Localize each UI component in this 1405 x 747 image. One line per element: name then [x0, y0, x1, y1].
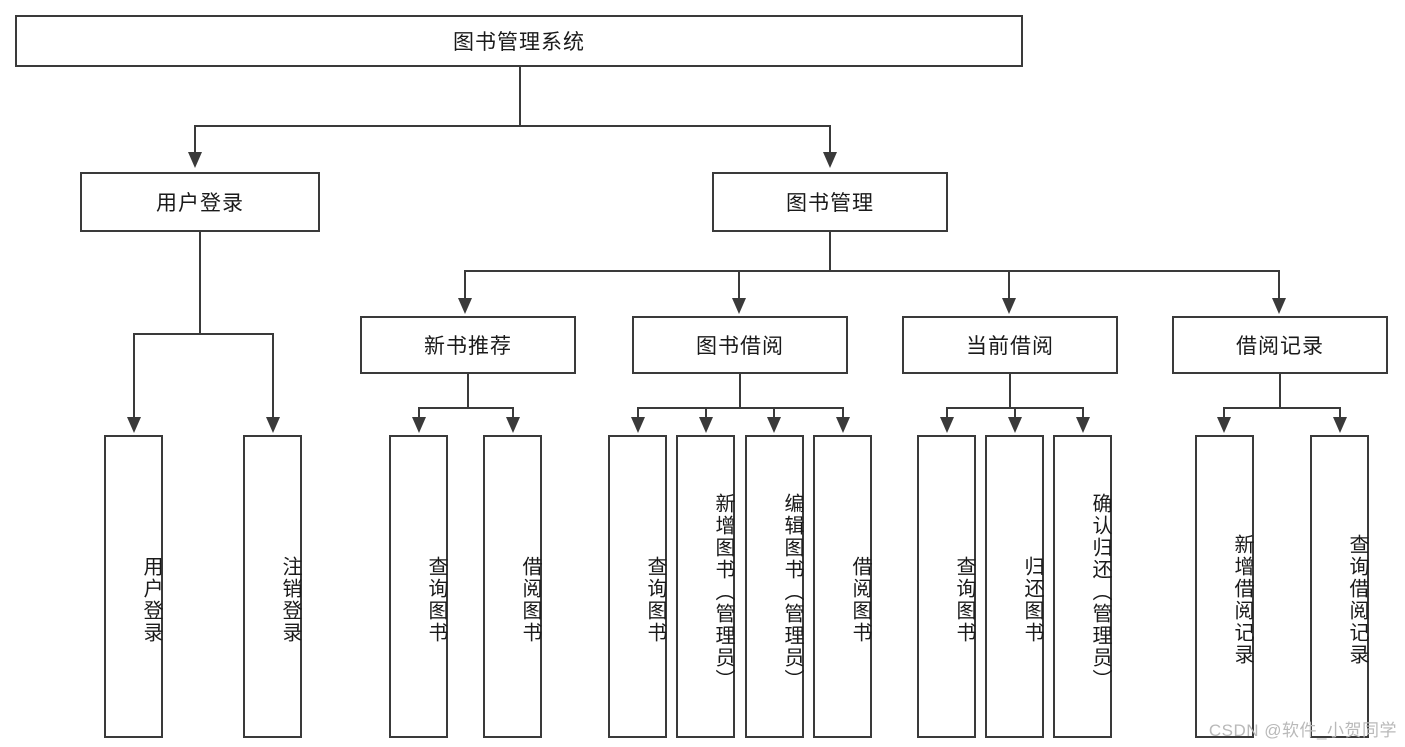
- node-label: 图书管理系统: [453, 31, 585, 54]
- node-label: 查询图书: [425, 555, 447, 644]
- arrow-to-book-borrow: [732, 298, 746, 314]
- edge-borrow-arm-1: [637, 407, 639, 419]
- edge-bookmgmt-arm-4: [1278, 270, 1280, 300]
- edge-record-bus: [1223, 407, 1340, 409]
- arrow-to-new-book-recommend: [458, 298, 472, 314]
- edge-borrow-stem: [739, 374, 741, 407]
- edge-bookmgmt-bus: [464, 270, 1278, 272]
- leaf-borrow-borrow-book[interactable]: 借阅图书: [813, 435, 872, 738]
- node-label: 编辑图书（管理员）: [781, 492, 803, 691]
- edge-borrow-arm-4: [842, 407, 844, 419]
- edge-record-arm-2: [1339, 407, 1341, 419]
- node-label: 查询借阅记录: [1346, 533, 1368, 666]
- arrow-login-leaf-2: [266, 417, 280, 433]
- edge-recommend-bus: [418, 407, 513, 409]
- leaf-borrow-add-book-admin[interactable]: 新增图书（管理员）: [676, 435, 735, 738]
- node-label: 图书借阅: [696, 335, 784, 358]
- edge-bookmgmt-arm-2: [738, 270, 740, 300]
- node-book-borrow[interactable]: 图书借阅: [632, 316, 848, 374]
- node-label: 新增借阅记录: [1231, 533, 1253, 666]
- node-label: 图书管理: [786, 192, 874, 215]
- edge-recommend-arm-1: [418, 407, 420, 419]
- arrow-login-leaf-1: [127, 417, 141, 433]
- edge-current-arm-1: [946, 407, 948, 419]
- arrow-borrow-leaf-1: [631, 417, 645, 433]
- arrow-borrow-leaf-3: [767, 417, 781, 433]
- node-user-login[interactable]: 用户登录: [80, 172, 320, 232]
- arrow-current-leaf-2: [1008, 417, 1022, 433]
- edge-login-arm-1: [133, 333, 135, 419]
- edge-borrow-bus: [637, 407, 843, 409]
- leaf-recommend-borrow-book[interactable]: 借阅图书: [483, 435, 542, 738]
- edge-record-arm-1: [1223, 407, 1225, 419]
- edge-root-to-bookmgmt: [829, 125, 831, 154]
- node-book-management[interactable]: 图书管理: [712, 172, 948, 232]
- leaf-current-return-book[interactable]: 归还图书: [985, 435, 1044, 738]
- edge-login-stem: [199, 232, 201, 333]
- arrow-recommend-leaf-2: [506, 417, 520, 433]
- leaf-borrow-query-book[interactable]: 查询图书: [608, 435, 667, 738]
- arrow-current-leaf-3: [1076, 417, 1090, 433]
- edge-recommend-arm-2: [512, 407, 514, 419]
- leaf-borrow-edit-book-admin[interactable]: 编辑图书（管理员）: [745, 435, 804, 738]
- node-label: 新书推荐: [424, 335, 512, 358]
- edge-bookmgmt-arm-1: [464, 270, 466, 300]
- node-label: 用户登录: [156, 192, 244, 215]
- edge-record-stem: [1279, 374, 1281, 407]
- arrow-record-leaf-1: [1217, 417, 1231, 433]
- leaf-record-query-borrow-record[interactable]: 查询借阅记录: [1310, 435, 1369, 738]
- edge-bookmgmt-arm-3: [1008, 270, 1010, 300]
- arrow-borrow-leaf-4: [836, 417, 850, 433]
- arrow-recommend-leaf-1: [412, 417, 426, 433]
- leaf-recommend-query-book[interactable]: 查询图书: [389, 435, 448, 738]
- node-label: 查询图书: [953, 555, 975, 644]
- node-label: 注销登录: [279, 555, 301, 644]
- node-label: 确认归还（管理员）: [1089, 492, 1111, 691]
- edge-bookmgmt-stem: [829, 232, 831, 270]
- edge-root-stem: [519, 67, 521, 125]
- node-new-book-recommend[interactable]: 新书推荐: [360, 316, 576, 374]
- arrow-current-leaf-1: [940, 417, 954, 433]
- arrow-borrow-leaf-2: [699, 417, 713, 433]
- leaf-current-query-book[interactable]: 查询图书: [917, 435, 976, 738]
- edge-recommend-stem: [467, 374, 469, 407]
- node-label: 新增图书（管理员）: [712, 492, 734, 691]
- edge-borrow-arm-3: [773, 407, 775, 419]
- edge-current-arm-3: [1082, 407, 1084, 419]
- node-current-borrow[interactable]: 当前借阅: [902, 316, 1118, 374]
- node-root-system[interactable]: 图书管理系统: [15, 15, 1023, 67]
- leaf-current-confirm-return-admin[interactable]: 确认归还（管理员）: [1053, 435, 1112, 738]
- arrow-to-current-borrow: [1002, 298, 1016, 314]
- arrow-to-bookmgmt: [823, 152, 837, 168]
- edge-borrow-arm-2: [705, 407, 707, 419]
- arrow-record-leaf-2: [1333, 417, 1347, 433]
- edge-login-bus: [133, 333, 273, 335]
- node-label: 归还图书: [1021, 555, 1043, 644]
- arrow-to-login: [188, 152, 202, 168]
- leaf-record-add-borrow-record[interactable]: 新增借阅记录: [1195, 435, 1254, 738]
- node-label: 当前借阅: [966, 335, 1054, 358]
- edge-login-arm-2: [272, 333, 274, 419]
- edge-current-stem: [1009, 374, 1011, 407]
- leaf-user-login[interactable]: 用户登录: [104, 435, 163, 738]
- node-label: 借阅记录: [1236, 335, 1324, 358]
- node-borrow-record[interactable]: 借阅记录: [1172, 316, 1388, 374]
- edge-current-arm-2: [1014, 407, 1016, 419]
- edge-root-to-login: [194, 125, 196, 154]
- leaf-logout[interactable]: 注销登录: [243, 435, 302, 738]
- edge-root-bus: [194, 125, 831, 127]
- node-label: 查询图书: [644, 555, 666, 644]
- node-label: 借阅图书: [849, 555, 871, 644]
- node-label: 借阅图书: [519, 555, 541, 644]
- node-label: 用户登录: [140, 555, 162, 644]
- arrow-to-borrow-record: [1272, 298, 1286, 314]
